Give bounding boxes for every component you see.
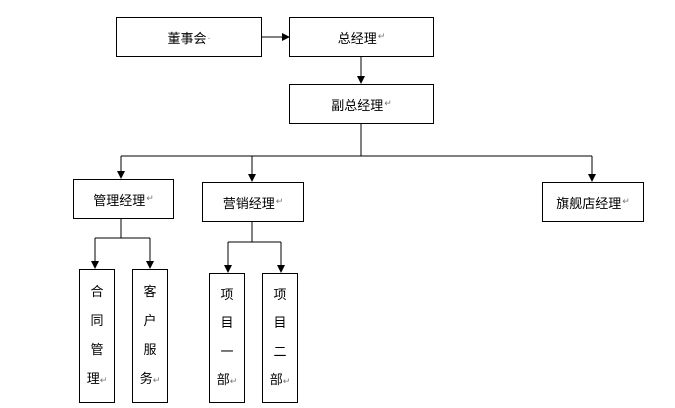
paragraph-mark: ↵: [377, 32, 386, 42]
project-one-char: 目: [220, 316, 234, 332]
customer-char: 服: [143, 343, 157, 358]
customer-char: 户: [143, 314, 157, 329]
small-mark: .: [207, 32, 211, 42]
customer-char: 客: [143, 285, 157, 300]
project-one-char: 一: [220, 344, 234, 360]
project-one-node: 项 目 一 部↵: [209, 273, 245, 403]
contract-char-last: 理↵: [86, 372, 108, 387]
paragraph-mark: ↵: [282, 376, 291, 387]
admin-manager-node: 管理经理↵: [73, 179, 174, 219]
board-label: 董事会: [167, 31, 207, 47]
project-two-char: 二: [273, 344, 287, 360]
sales-manager-node: 营销经理↵: [202, 182, 304, 222]
paragraph-mark: ↵: [229, 376, 238, 387]
paragraph-mark: ↵: [99, 376, 108, 386]
project-one-char: 项: [220, 288, 234, 304]
project-two-char-last: 部↵: [269, 372, 291, 388]
board-node: 董事会.: [116, 17, 262, 57]
deputy-gm-label: 副总经理: [331, 98, 384, 114]
contract-char: 同: [90, 314, 104, 329]
paragraph-mark: ↵: [152, 376, 161, 386]
project-two-node: 项 目 二 部↵: [262, 273, 298, 403]
general-manager-node: 总经理↵: [289, 17, 434, 57]
project-one-char-last: 部↵: [216, 372, 238, 388]
contract-mgmt-node: 合 同 管 理↵: [79, 269, 115, 403]
paragraph-mark: ↵: [622, 197, 630, 207]
contract-char: 管: [90, 343, 104, 358]
contract-char: 合: [90, 285, 104, 300]
admin-manager-label: 管理经理: [93, 193, 146, 209]
paragraph-mark: ↵: [275, 197, 284, 207]
project-two-char: 目: [273, 316, 287, 332]
project-two-char: 项: [273, 288, 287, 304]
customer-service-node: 客 户 服 务↵: [132, 269, 168, 403]
flagship-manager-label: 旗舰店经理: [556, 196, 622, 212]
sales-manager-label: 营销经理: [222, 196, 275, 212]
deputy-gm-node: 副总经理↵: [289, 84, 434, 124]
customer-char-last: 务↵: [139, 372, 161, 387]
paragraph-mark: ↵: [146, 194, 154, 204]
flagship-manager-node: 旗舰店经理↵: [542, 182, 644, 222]
general-manager-label: 总经理: [337, 31, 377, 47]
paragraph-mark: ↵: [384, 99, 392, 109]
